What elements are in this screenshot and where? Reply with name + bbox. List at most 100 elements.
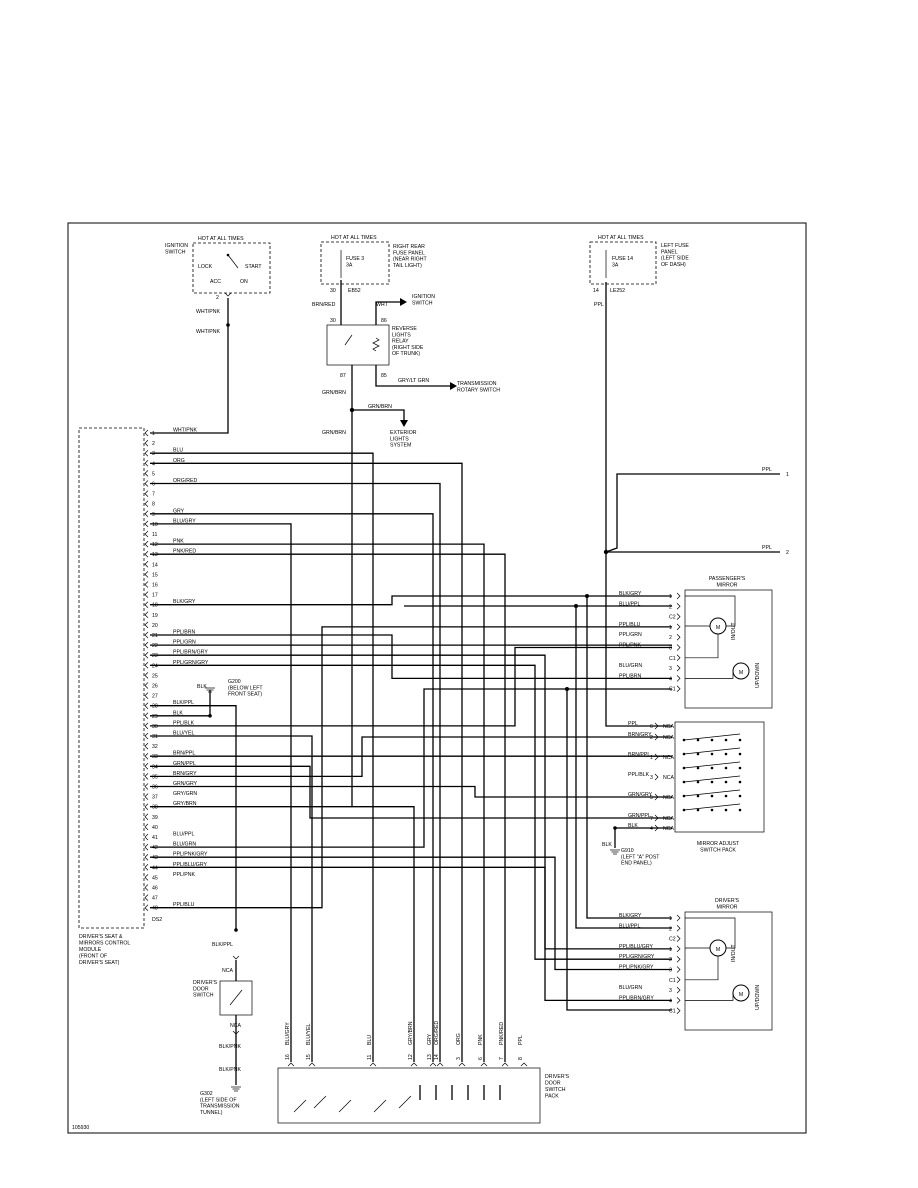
driver-mirror-wire-label-line: BLU/GRN <box>619 985 642 991</box>
switch-pack-pin-chevron-icon <box>520 1062 528 1067</box>
ground-g910-wire-label: BLK <box>602 842 612 848</box>
driver-mirror-pin-chevron-icon <box>676 914 681 922</box>
splice-dot <box>613 826 617 830</box>
driver-mirror-box <box>684 911 773 1031</box>
driver-mirror-pin-chevron-icon <box>676 997 681 1004</box>
module-pin-number: 2 <box>152 441 155 447</box>
module-pin-number-line: 1 <box>152 431 155 437</box>
passenger-mirror-wire-label-line: BLK/GRY <box>619 591 642 597</box>
module-pin-number-line: 3 <box>152 451 155 457</box>
module-pin-wire-label: PPL/BLU/GRY <box>173 862 207 868</box>
module-pin-wire-label: PPL/GRN/GRY <box>173 660 209 666</box>
module-pin-number: 23 <box>152 653 158 659</box>
switch-contact-dot <box>696 738 700 742</box>
module-pin-chevron-icon <box>144 722 149 730</box>
module-pin-chevron-icon <box>144 712 149 720</box>
ppl-out-wire-label-1: PPL <box>762 467 772 473</box>
driver-mirror-pin-number: 2 <box>669 957 672 963</box>
mirror-switch-wire-label-line: PPL <box>628 721 638 727</box>
passenger-mirror-wire-label: PPL/BLU <box>619 622 641 628</box>
passenger-mirror-wire-label-line: PPL/PNK <box>619 643 641 649</box>
module-pin-number: 4 <box>152 461 155 467</box>
ignition-wire-label: WHT/PNK <box>196 309 220 315</box>
ignition-on-label-line: ON <box>240 279 248 285</box>
switch-contact-dot <box>710 780 714 784</box>
passenger-mirror-pin-chevron-icon <box>676 613 681 620</box>
module-pin-wire-label-line: ORG <box>173 458 185 464</box>
module-pin-number: 46 <box>152 886 158 892</box>
switch-contact-dot <box>696 808 700 812</box>
switch-pack-wire-label-line: PNK/RED <box>499 1022 505 1045</box>
module-pin-chevron-icon <box>144 611 149 619</box>
mirror-switch-pin-number-line: 6 <box>650 724 653 730</box>
module-pin-wire-label-line: BLU <box>173 448 183 454</box>
driver-mirror-pin-chevron-icon <box>676 976 681 984</box>
module-pin-chevron-icon <box>144 864 149 871</box>
driver-mirror-internal-wire <box>685 956 719 981</box>
rear-fuse-rating-line: FUSE 3 <box>346 256 364 262</box>
mirror-common-wire <box>575 606 672 929</box>
module-to-mirror-switch-wire <box>150 765 672 819</box>
driver-mirror-pin-chevron-icon <box>676 1007 681 1014</box>
module-pin-chevron-icon <box>144 470 149 477</box>
ppl-out-wire-label-2: PPL <box>762 545 772 551</box>
mirror-switch-wire-label-line: BRN/GRY <box>628 732 652 738</box>
module-pin-wire-label-line: BLU/GRY <box>173 518 196 524</box>
door-switch-wire-in-line: BLK/PPL <box>212 942 233 948</box>
switch-contact-icon <box>398 1095 412 1109</box>
driver-mirror-wire-label: BLK/GRY <box>619 913 642 919</box>
module-to-switchpack-wire <box>150 543 485 1062</box>
driver-mirror-wire-label: PPL/BLU/GRY <box>619 944 653 950</box>
arrow-down-icon <box>400 420 408 427</box>
module-pin-wire-label-line: PPL/BLU <box>173 902 195 908</box>
module-pin-chevron-icon <box>144 631 149 639</box>
module-pin-number-line: 29 <box>152 714 158 720</box>
module-pin-wire-label: PPL/BLU <box>173 902 195 908</box>
switch-contact-dot <box>710 808 714 812</box>
module-pin-number-line: 21 <box>152 633 158 639</box>
switch-contact-dot <box>724 780 728 784</box>
ignition-start-label: START <box>245 264 262 270</box>
door-switch-nca-bottom-line: NCA <box>230 1023 241 1029</box>
module-pin-chevron-icon <box>144 561 149 568</box>
driver-mirror-pin-number: 4 <box>669 998 672 1004</box>
module-pin-chevron-icon <box>144 662 149 669</box>
mirror-switch-nca-label: NCA <box>663 724 674 730</box>
module-to-switchpack-wire <box>150 452 374 1062</box>
module-pin-chevron-icon <box>144 752 149 760</box>
mirror-switch-pin-number-line: 1 <box>650 755 653 761</box>
module-pin-chevron-icon <box>144 651 149 659</box>
switch-pack-pin-chevron-icon <box>458 1062 466 1067</box>
mirror-switch-wire-label: BRN/GRY <box>628 732 652 738</box>
mirror-switch-nca-label-line: NCA <box>663 724 674 730</box>
module-pin-number-line: 34 <box>152 764 158 770</box>
driver-mirror-pin-number: 3 <box>669 968 672 974</box>
mirror-switch-nca-label: NCA <box>663 826 674 832</box>
module-pin-number: 17 <box>152 593 158 599</box>
passenger-mirror-name-line: PASSENGER'S <box>709 576 746 582</box>
reverse-relay-name-line: (RIGHT SIDE <box>392 345 424 351</box>
module-pin-number-line: 20 <box>152 623 158 629</box>
ignition-connector-chevron-icon <box>224 292 232 297</box>
ppl-out-wire-1 <box>605 473 780 553</box>
mirror-switch-wire-label-line: BRN/PPL <box>628 752 650 758</box>
mirror-switch-nca-label-line: NCA <box>663 735 674 741</box>
module-pin-number-line: 18 <box>152 603 158 609</box>
module-pin-wire-label-line: PNK <box>173 539 184 545</box>
switch-pack-wire-label: BLU <box>367 1035 373 1045</box>
module-pin-wire-label: BLK <box>173 710 183 716</box>
module-pin-wire-label: BLU/PPL <box>173 832 194 838</box>
left-fuse-hot-label: HOT AT ALL TIMES <box>598 235 644 241</box>
module-pin-number: 36 <box>152 785 158 791</box>
module-pin-chevron-icon <box>144 692 149 699</box>
ground-g302-name-line: G302 <box>200 1091 213 1097</box>
switch-pack-pin-chevron-icon <box>501 1062 509 1067</box>
door-switch-nca-top-line: NCA <box>222 968 233 974</box>
switch-pack-pin-number: 12 <box>408 1054 414 1060</box>
